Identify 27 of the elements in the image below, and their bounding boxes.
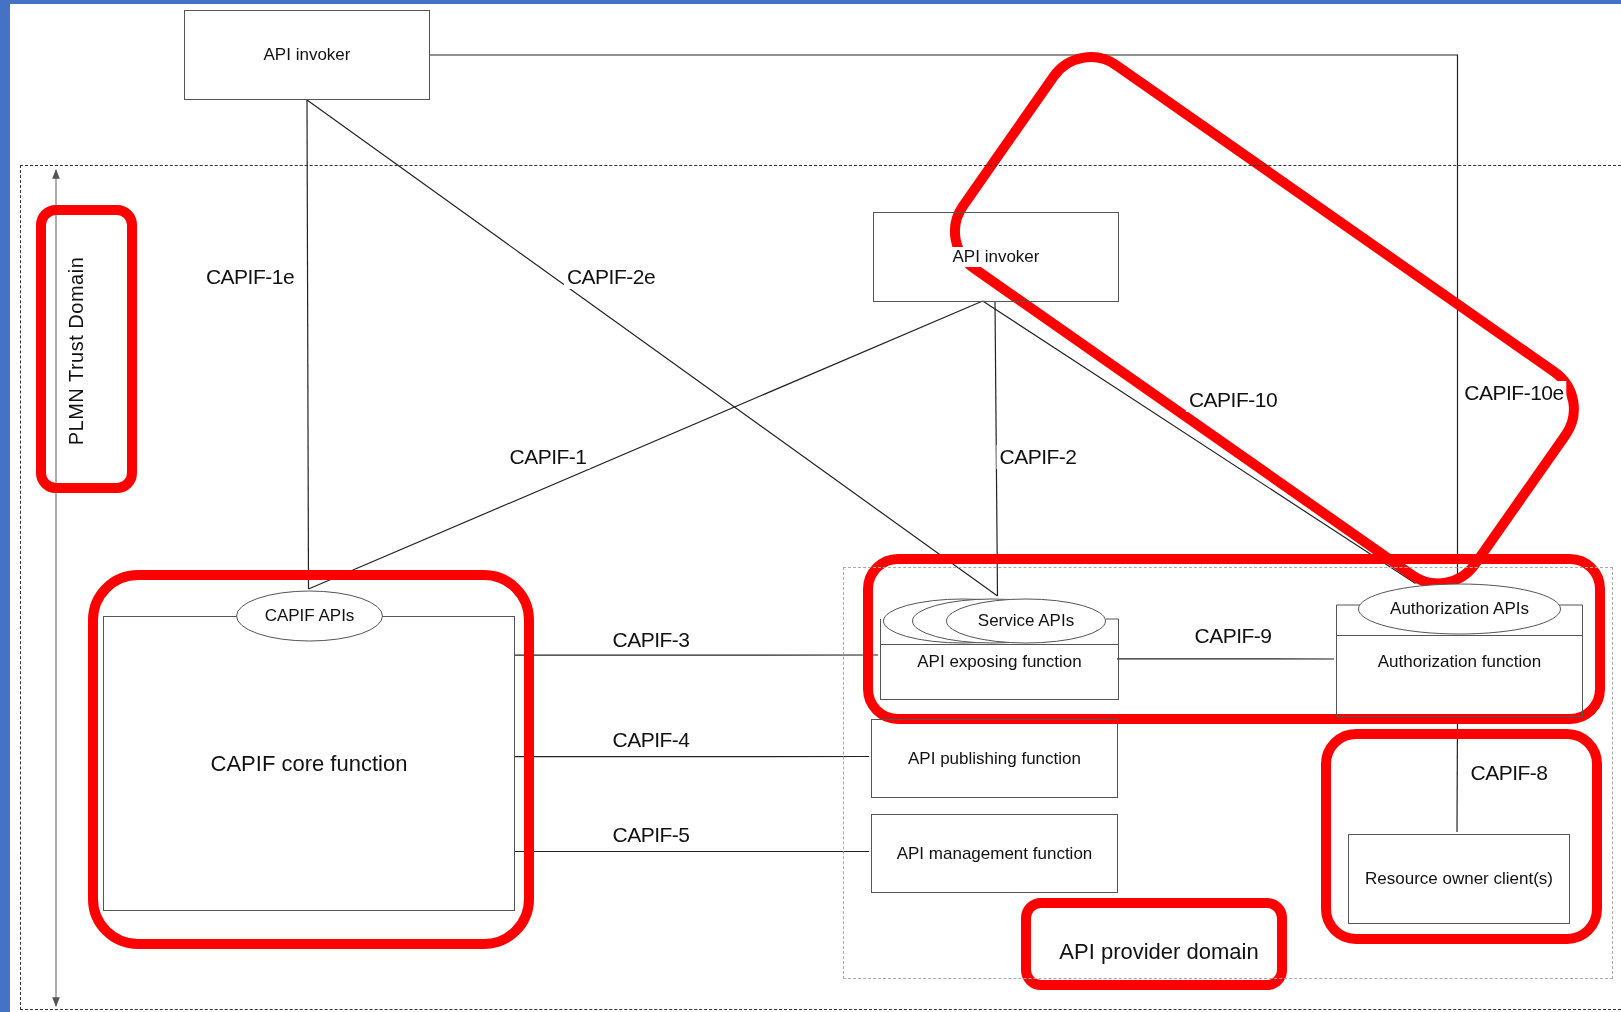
node-label: API invoker xyxy=(950,247,1042,267)
connector-line xyxy=(513,850,870,853)
function-box xyxy=(873,212,1119,302)
connector-line xyxy=(513,755,870,758)
function-box xyxy=(1348,834,1570,924)
provider-domain-boundary xyxy=(843,567,1613,979)
connector-line xyxy=(1116,658,1335,660)
node-label: API exposing function xyxy=(915,652,1084,672)
api-ellipse xyxy=(1336,583,1583,635)
stacked-api-ellipses xyxy=(880,598,1119,644)
connector-line xyxy=(513,654,879,656)
function-box xyxy=(880,644,1119,700)
function-box xyxy=(184,10,430,100)
node-label: Service APIs xyxy=(977,611,1075,631)
node-label: API provider domain xyxy=(1059,939,1259,965)
connector-line xyxy=(306,99,310,590)
connector-line xyxy=(994,300,999,597)
function-box xyxy=(1336,635,1583,717)
node-label: Resource owner client(s) xyxy=(1363,869,1555,889)
function-box xyxy=(871,814,1118,893)
connector-line xyxy=(307,300,984,590)
node-label: CAPIF APIs xyxy=(264,606,355,626)
api-ellipse xyxy=(236,590,383,642)
node-label: Authorization APIs xyxy=(1390,599,1529,619)
connector-line xyxy=(306,99,999,597)
function-box xyxy=(871,719,1118,798)
node-label: PLMN Trust Domain xyxy=(64,256,88,446)
